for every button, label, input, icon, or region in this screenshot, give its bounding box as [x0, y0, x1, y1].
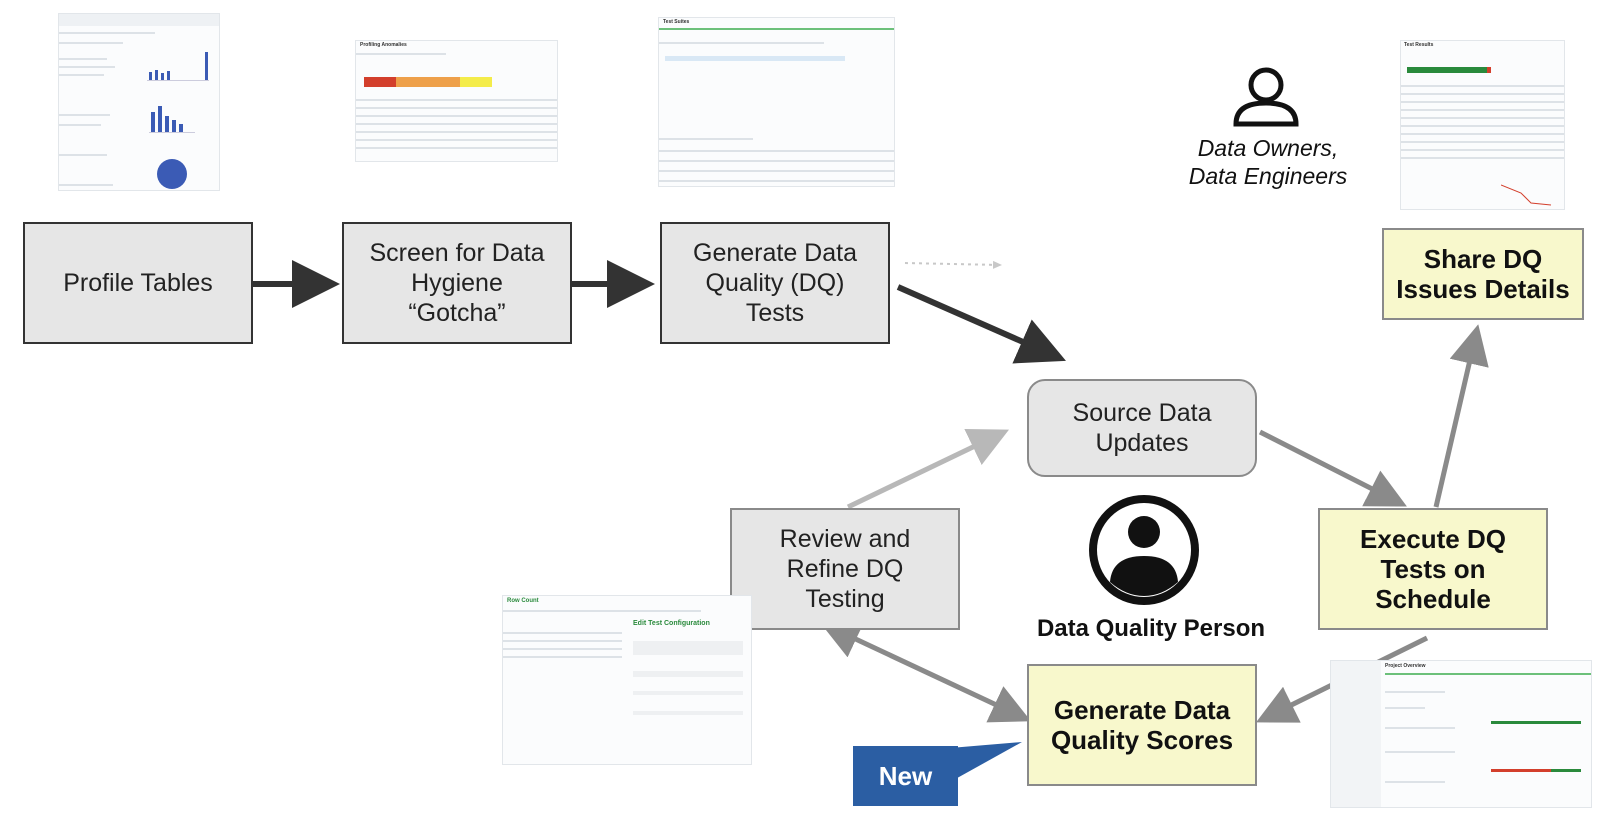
new-tag: New: [853, 746, 958, 806]
data-owners-line2: Data Engineers: [1188, 163, 1348, 189]
node-generate-tests-label: Generate Data Quality (DQ) Tests: [693, 239, 857, 327]
node-review-refine: Review and Refine DQ Testing: [730, 508, 960, 630]
node-screen-hygiene: Screen for Data Hygiene “Gotcha”: [342, 222, 572, 344]
node-share-issues-label: Share DQ Issues Details: [1396, 244, 1570, 304]
thumbnail-edit-test-config-title: Edit Test Configuration: [633, 620, 710, 627]
thumbnail-profile-stats: [58, 13, 220, 191]
data-owners-line1: Data Owners,: [1197, 135, 1339, 161]
thumbnail-test-results-title: Test Results: [1404, 42, 1434, 48]
new-tag-pointer: [950, 742, 1022, 782]
arrow-dotted-future: [904, 260, 1002, 269]
node-review-refine-label: Review and Refine DQ Testing: [779, 525, 911, 613]
node-screen-hygiene-label: Screen for Data Hygiene “Gotcha”: [369, 239, 545, 327]
node-generate-scores: Generate Data Quality Scores: [1027, 664, 1257, 786]
person-outline-icon: [1233, 67, 1299, 127]
node-execute-tests: Execute DQ Tests on Schedule: [1318, 508, 1548, 630]
arrow-review-to-source: [846, 428, 1010, 510]
node-source-updates: Source Data Updates: [1027, 379, 1257, 477]
thumbnail-profiling-anomalies-title: Profiling Anomalies: [360, 42, 407, 48]
node-profile-tables-label: Profile Tables: [63, 269, 213, 297]
node-execute-tests-label: Execute DQ Tests on Schedule: [1360, 524, 1506, 614]
data-owners-label: Data Owners, Data Engineers: [1160, 134, 1376, 190]
node-generate-scores-label: Generate Data Quality Scores: [1050, 695, 1234, 755]
node-profile-tables: Profile Tables: [23, 222, 253, 344]
thumbnail-test-suites-title: Test Suites: [663, 19, 690, 25]
person-filled-icon: [1089, 495, 1199, 605]
thumbnail-project-overview-title: Project Overview: [1385, 663, 1426, 669]
node-generate-tests: Generate Data Quality (DQ) Tests: [660, 222, 890, 344]
thumbnail-test-results: Test Results: [1400, 40, 1565, 210]
node-source-updates-label: Source Data Updates: [1072, 399, 1212, 457]
thumbnail-test-suites: Test Suites: [658, 17, 895, 187]
arrow-review-scores-bidirectional: [819, 621, 1032, 723]
thumbnail-profiling-anomalies: Profiling Anomalies: [355, 40, 558, 162]
arrow-source-to-execute: [1258, 429, 1407, 507]
node-share-issues: Share DQ Issues Details: [1382, 228, 1584, 320]
thumbnail-project-overview: Project Overview: [1330, 660, 1592, 808]
new-tag-label: New: [878, 760, 933, 791]
thumbnail-edit-test-config: Row Count Edit Test Configuration: [502, 595, 752, 765]
arrow-execute-to-share: [1433, 324, 1489, 508]
thumbnail-row-count-title: Row Count: [507, 598, 539, 604]
arrow-generate-to-source: [896, 284, 1066, 364]
dq-person-label: Data Quality Person: [1036, 615, 1266, 642]
